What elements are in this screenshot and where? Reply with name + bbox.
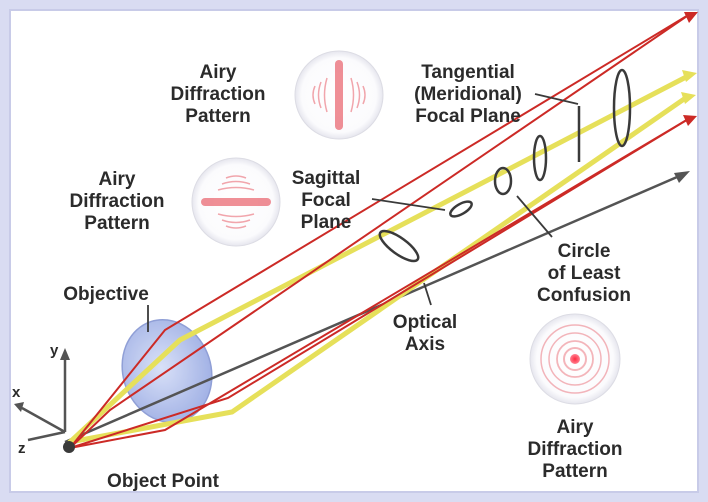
circle-line3: Confusion [537,285,631,306]
yellow-ray-arrow-bottom [681,92,696,104]
circle-of-least-confusion [493,166,513,196]
label-airy-left: Airy Diffraction Pattern [70,169,165,234]
ellipse-after-focus [532,134,548,182]
sagittal-line1: Sagittal [292,168,361,189]
red-ray-arrow-top [684,12,698,23]
ellipse-far [612,68,632,148]
coordinate-axes [14,348,70,442]
label-tangential: Tangential (Meridional) Focal Plane [414,62,522,127]
label-airy-bottom: Airy Diffraction Pattern [528,417,623,482]
beam-cross-sections [378,68,632,263]
optical-axis-line1: Optical [393,312,457,333]
airy-left-line2: Diffraction [70,191,165,212]
airy-top-line2: Diffraction [171,84,266,105]
x-axis-arrow [14,402,24,412]
airy-bottom-line3: Pattern [542,461,607,482]
red-rays [69,13,691,449]
label-objective: Objective [63,284,149,305]
sagittal-line3: Plane [301,212,352,233]
ellipse-near-optical-axis [378,229,420,263]
tangential-line2: (Meridional) [414,84,522,105]
airy-top-line3: Pattern [185,106,250,127]
label-y-axis: y [50,342,59,359]
label-z-axis: z [18,440,26,457]
airy-left-line3: Pattern [84,213,149,234]
sagittal-line2: Focal [301,190,351,211]
label-circle-least-confusion: Circle of Least Confusion [537,241,631,306]
circle-line1: Circle [558,241,611,262]
yellow-rays [67,72,693,445]
label-sagittal: Sagittal Focal Plane [292,168,361,233]
optical-axis-arrow [674,171,690,183]
red-ray-arrow-bottom [683,115,697,126]
optical-axis [64,171,690,444]
airy-left-line1: Airy [99,169,136,190]
airy-pattern-top [294,50,384,140]
airy-bottom-line1: Airy [557,417,594,438]
optical-axis-leader [423,282,432,306]
label-object-point: Object Point [107,471,220,492]
airy-pattern-bottom [529,313,621,405]
y-axis-arrow [60,348,70,360]
optical-axis-line2: Axis [405,334,445,355]
z-axis-line [27,430,66,442]
airy-pattern-left [191,157,281,247]
sagittal-leader [371,198,446,211]
airy-top-line1: Airy [200,62,237,83]
label-x-axis: x [12,384,21,401]
sagittal-focal-line [449,200,473,218]
tangential-line3: Focal Plane [415,106,521,127]
object-point [63,441,75,453]
label-airy-top: Airy Diffraction Pattern [171,62,266,127]
tangential-leader [534,93,579,105]
leader-lines [147,93,579,332]
airy-bottom-line2: Diffraction [528,439,623,460]
yellow-ray-arrow-top [682,70,697,82]
x-axis-line [21,406,66,434]
circle-leader [516,195,553,238]
tangential-line1: Tangential [421,62,515,83]
circle-line2: of Least [548,263,622,284]
label-optical-axis: Optical Axis [393,312,457,355]
